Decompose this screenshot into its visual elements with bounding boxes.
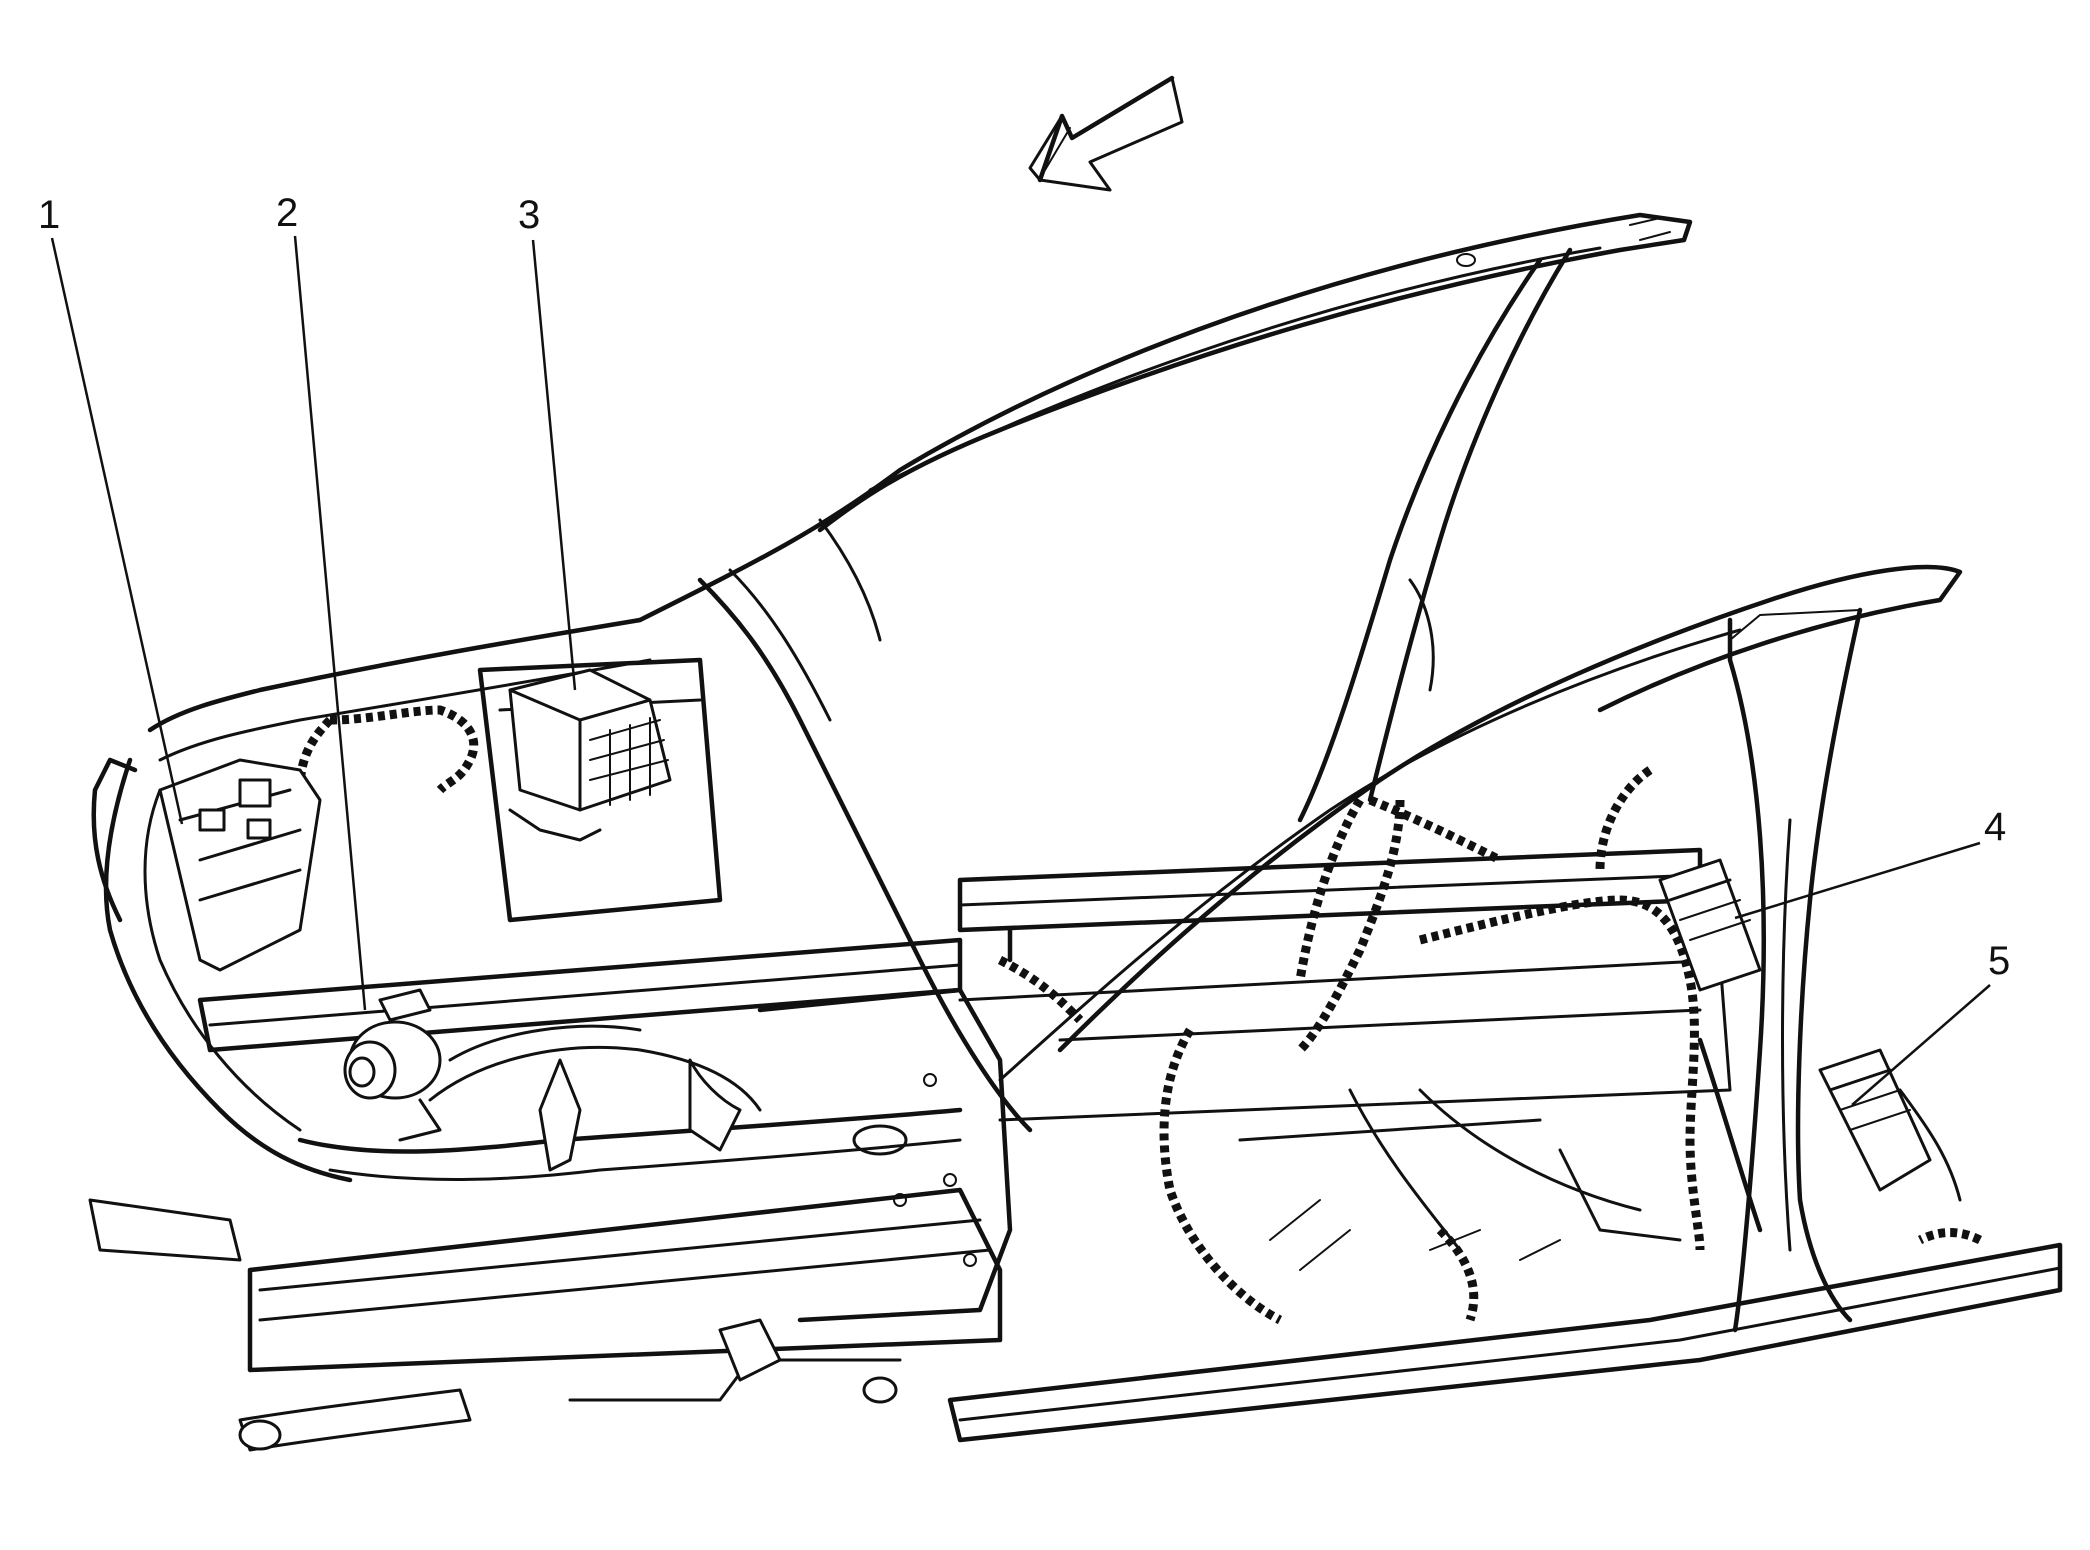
callout-2: 2 (276, 191, 298, 235)
component-3-battery (508, 668, 672, 842)
leader-2 (293, 235, 367, 1011)
component-1-fuse-block (158, 758, 322, 972)
callout-1: 1 (38, 193, 60, 237)
component-4-rear-module (1658, 858, 1762, 992)
leader-5 (1851, 984, 1991, 1106)
forward-arrow-icon (1028, 75, 1184, 192)
leader-4 (1734, 841, 1981, 920)
callout-labels: 1 2 3 4 5 (38, 191, 2010, 983)
callout-5: 5 (1988, 939, 2010, 983)
leader-3 (531, 239, 577, 691)
leader-1 (50, 237, 184, 825)
component-5-lower-module (1818, 1048, 1932, 1192)
callout-4: 4 (1984, 805, 2006, 849)
body-structure (88, 212, 2063, 1452)
component-2-horn (343, 988, 442, 1142)
callout-3: 3 (518, 193, 540, 237)
callout-leaders (50, 235, 1991, 1106)
wiring-harness (295, 705, 1983, 1325)
